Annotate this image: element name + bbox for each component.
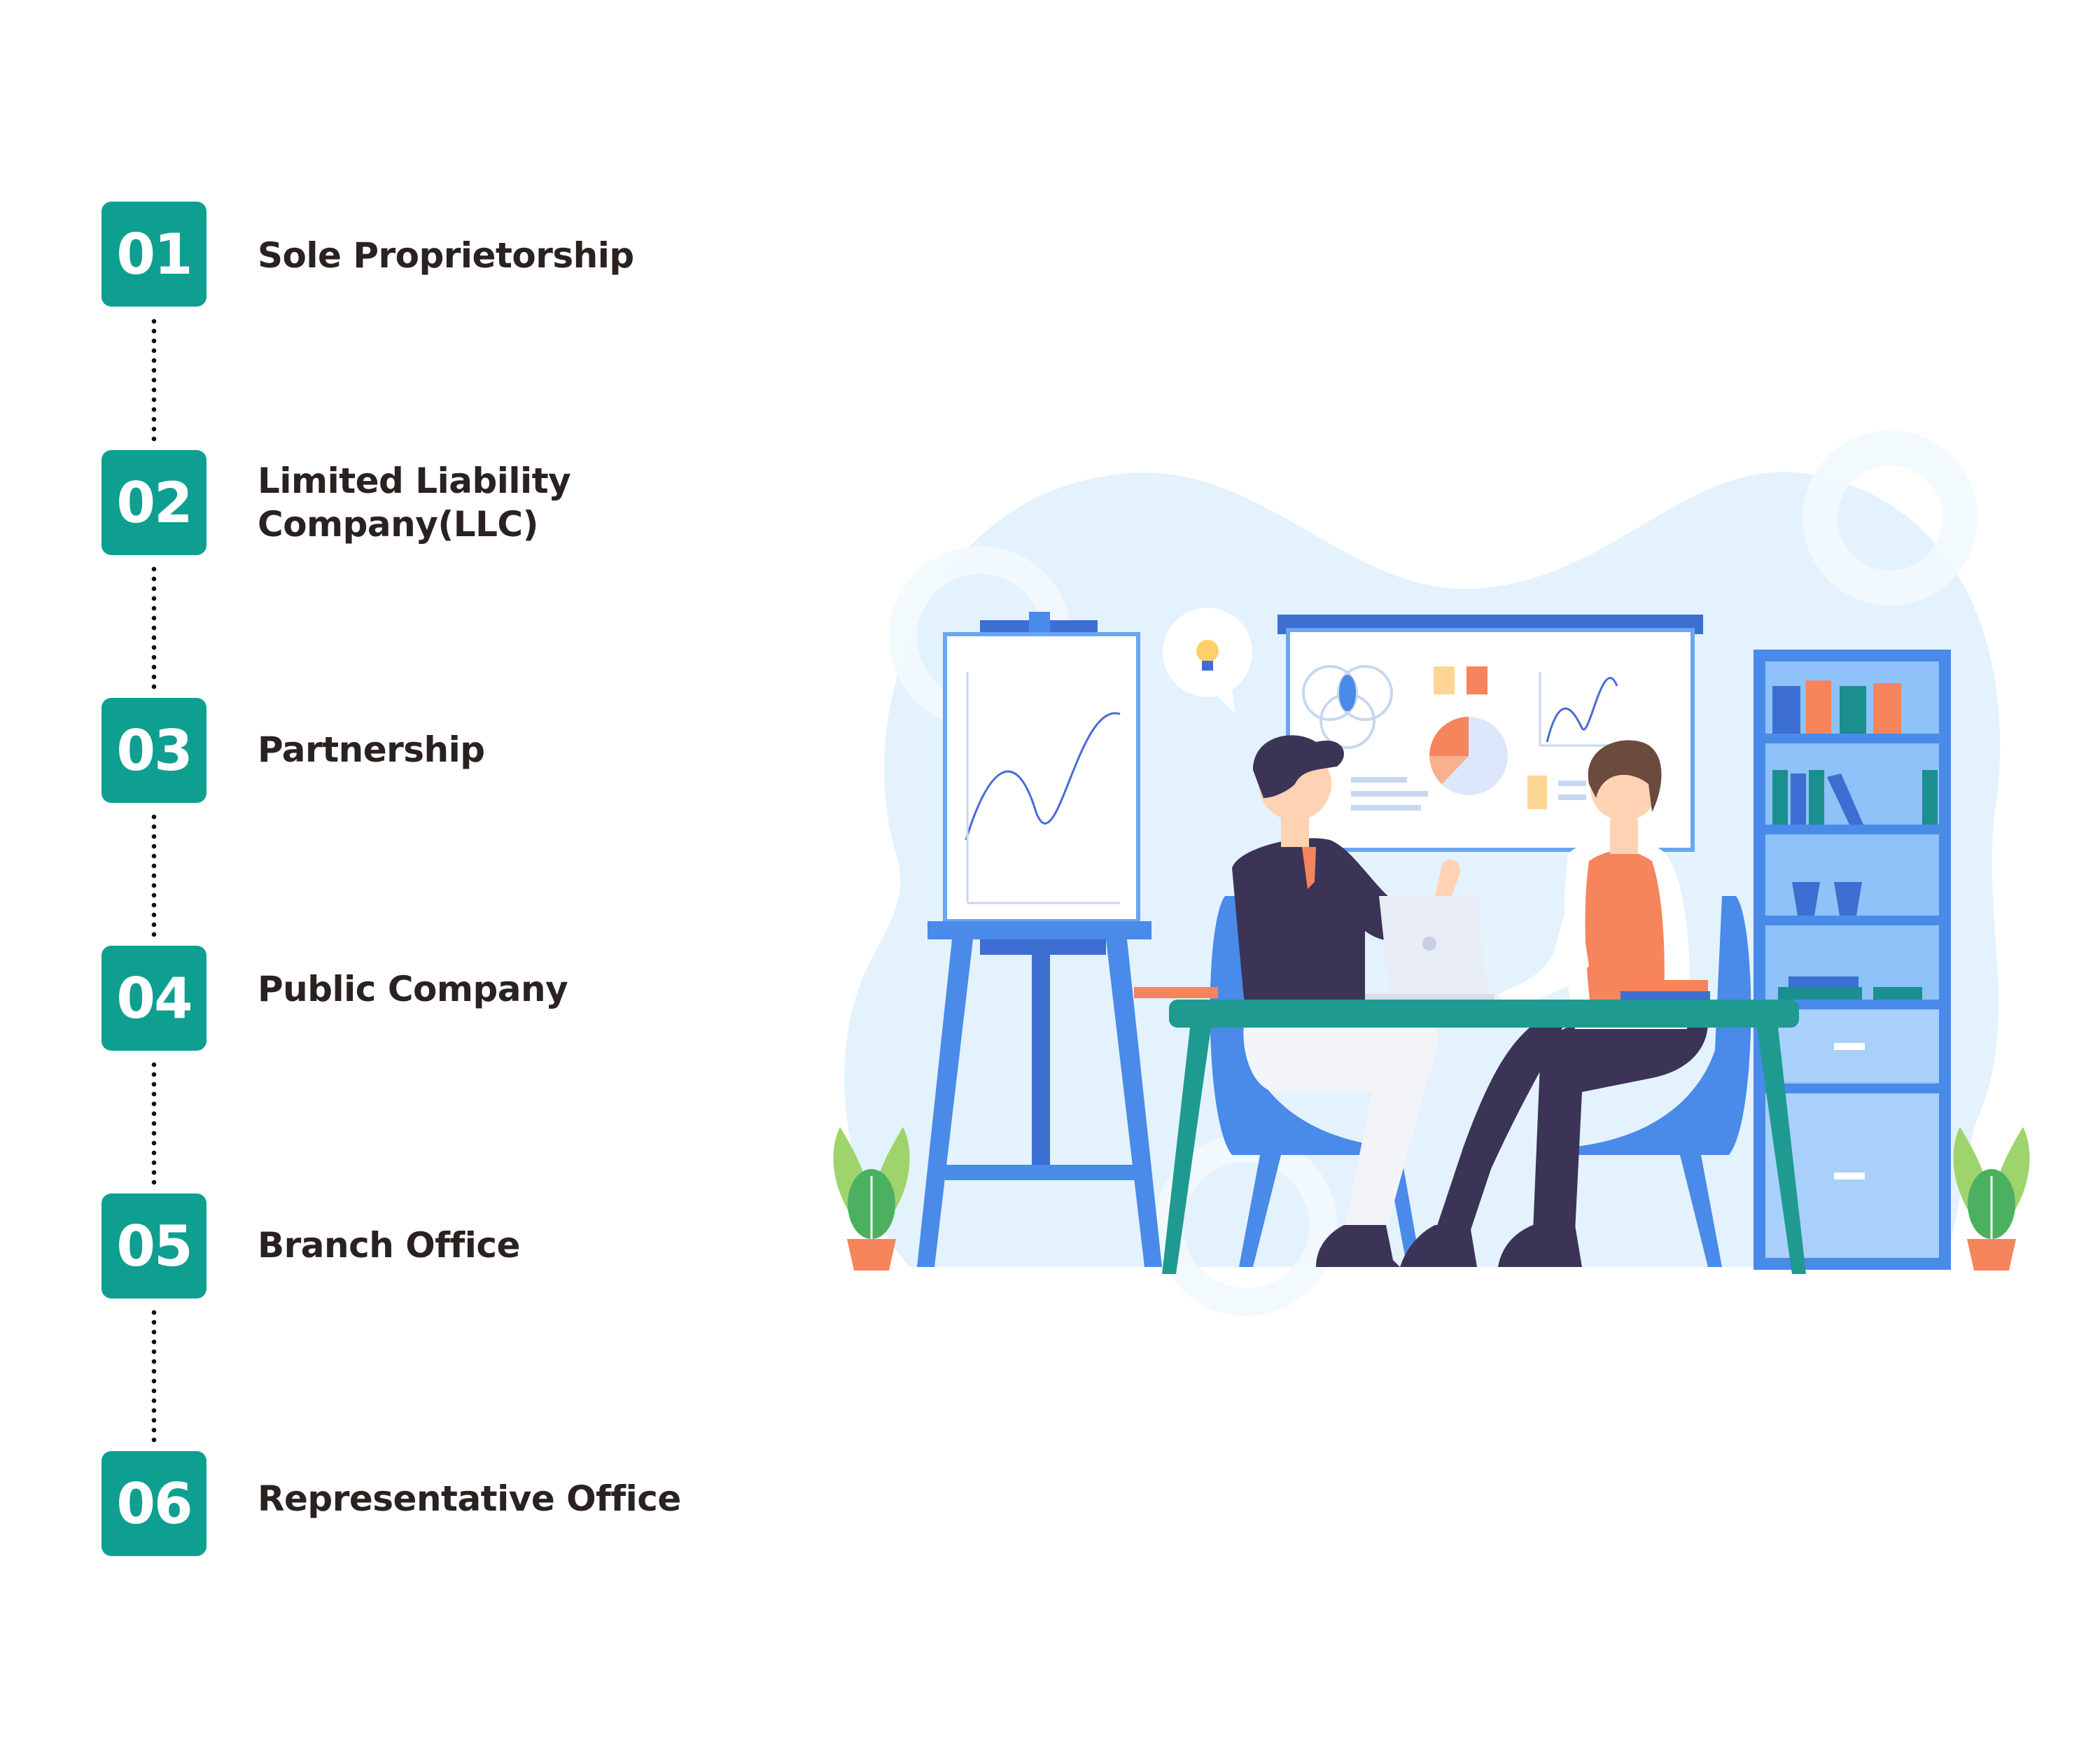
plant-icon	[1953, 1127, 2030, 1270]
step-number-badge: 05	[102, 1194, 206, 1298]
lightbulb-icon	[1196, 640, 1219, 671]
step-label: Partnership	[258, 728, 762, 771]
dotted-connector	[151, 564, 157, 694]
man-left	[1232, 735, 1460, 1267]
step-number-badge: 04	[102, 946, 206, 1051]
step-number: 02	[116, 470, 192, 536]
business-types-list: 01 Sole Proprietorship 02 Limited Liabil…	[0, 0, 840, 1750]
step-label-line: Limited Liability	[258, 461, 571, 501]
dotted-connector	[151, 1308, 157, 1443]
dotted-connector	[151, 1060, 157, 1190]
step-label-line: Public Company	[258, 969, 568, 1009]
step-number: 05	[116, 1213, 192, 1279]
step-label-line: Company(LLC)	[258, 504, 538, 545]
step-label-line: Branch Office	[258, 1225, 520, 1266]
pie-chart-icon	[1429, 717, 1508, 795]
meeting-illustration	[833, 430, 2030, 1316]
step-label: Public Company	[258, 967, 762, 1011]
step-number-badge: 06	[102, 1451, 206, 1556]
step-label-line: Representative Office	[258, 1478, 681, 1519]
step-label-line: Partnership	[258, 729, 485, 770]
easel-chart	[917, 612, 1162, 1267]
meeting-table	[1162, 1000, 1806, 1274]
chair-left	[1210, 896, 1421, 1267]
step-number-badge: 01	[102, 202, 206, 307]
step-number: 06	[116, 1471, 192, 1536]
step-label: Representative Office	[258, 1477, 762, 1520]
step-label: Branch Office	[258, 1224, 762, 1267]
step-label-line: Sole Proprietorship	[258, 235, 634, 276]
laptop-icon	[1365, 896, 1494, 1001]
dotted-connector	[151, 316, 157, 447]
step-number-badge: 03	[102, 698, 206, 803]
step-number: 01	[116, 221, 192, 287]
step-number-badge: 02	[102, 450, 206, 555]
dotted-connector	[151, 812, 157, 942]
step-label: Sole Proprietorship	[258, 234, 762, 277]
person-right	[1134, 740, 1710, 1267]
plant-icon	[833, 1127, 910, 1270]
chair-right	[1540, 896, 1751, 1267]
line-chart-icon	[965, 712, 1121, 841]
step-number: 03	[116, 718, 192, 783]
step-number: 04	[116, 965, 192, 1031]
idea-bubble	[1163, 608, 1252, 714]
